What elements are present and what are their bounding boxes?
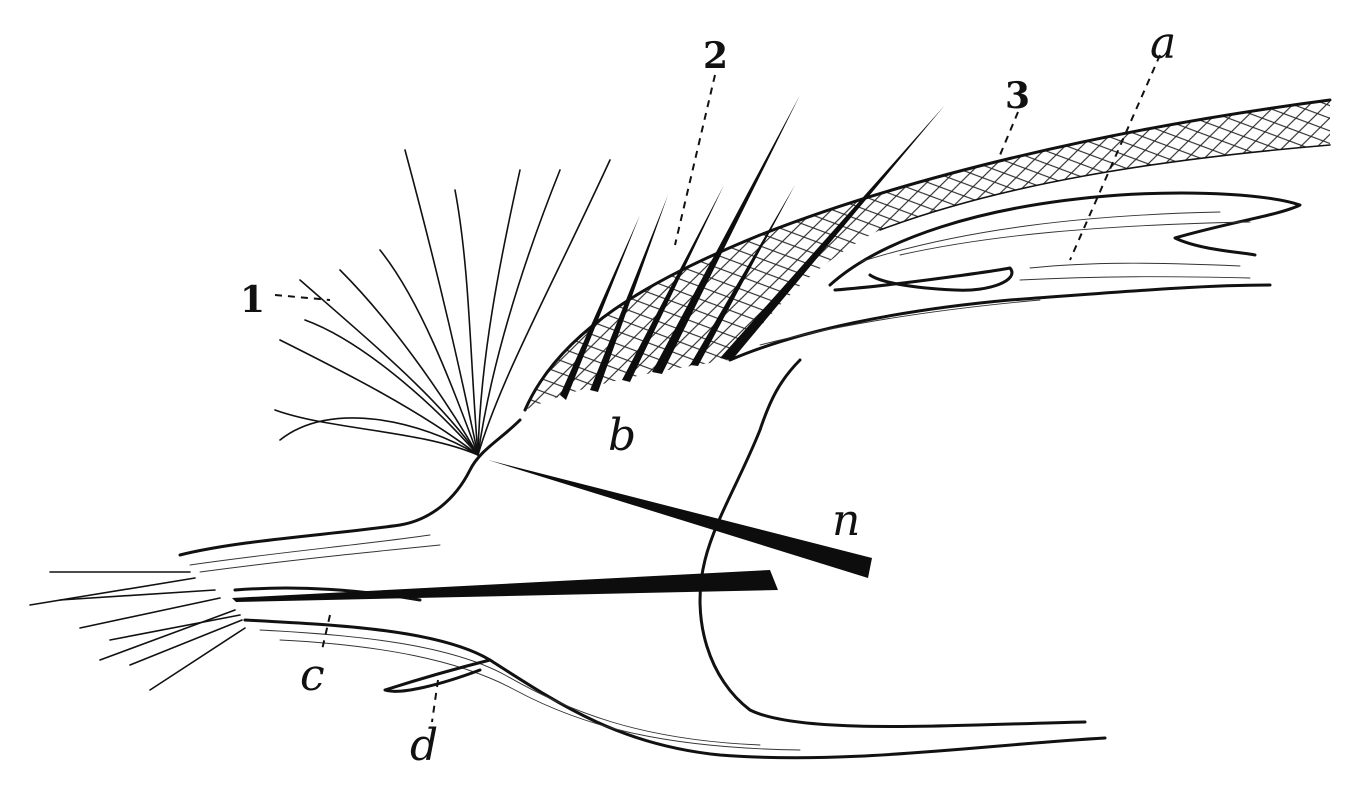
label-3: 3	[1005, 75, 1030, 117]
bristle-fan-1	[274, 149, 611, 456]
label-c: c	[300, 650, 325, 701]
spines	[232, 95, 945, 602]
label-d: d	[410, 720, 438, 771]
caudal-bristles	[29, 571, 246, 691]
label-2: 2	[703, 35, 728, 77]
label-n: n	[832, 495, 860, 546]
spine-n	[488, 460, 872, 578]
body-outline-b	[178, 358, 1087, 729]
appendage-d	[383, 658, 492, 693]
label-1: 1	[240, 279, 265, 321]
label-a: a	[1150, 18, 1176, 69]
lower-body	[189, 534, 1107, 760]
spine-lower	[232, 570, 778, 602]
muscle-band-a	[728, 191, 1302, 362]
label-b: b	[608, 410, 636, 461]
leader-lines	[274, 54, 1161, 723]
dorsal-spines	[560, 95, 945, 400]
